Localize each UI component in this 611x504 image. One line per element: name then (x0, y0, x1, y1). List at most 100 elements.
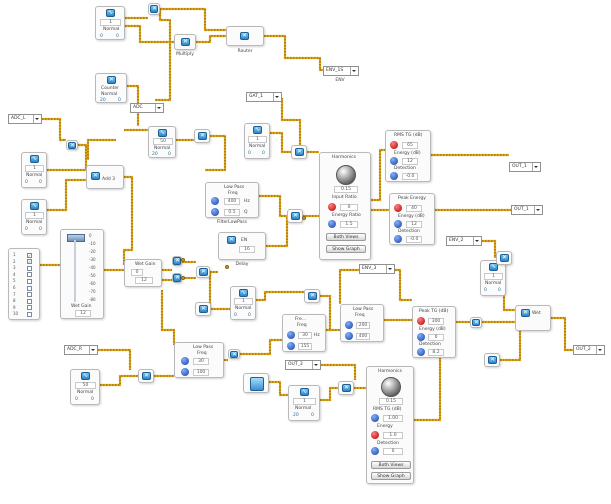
signal-wire[interactable] (371, 148, 385, 202)
filter-q-value[interactable]: 0.5 (224, 209, 240, 216)
analyser-value[interactable]: 0.15 (379, 398, 403, 405)
signal-wire[interactable] (47, 178, 86, 212)
sine-generator-block[interactable]: 1 Normal 20 0 (288, 385, 320, 421)
blue-indicator[interactable] (328, 220, 336, 228)
gen-value[interactable]: 50 (75, 382, 96, 389)
adc-dropdown[interactable]: ADC_L (8, 114, 42, 124)
analyser-a-value[interactable]: 0 (340, 204, 358, 211)
signal-wire[interactable] (259, 194, 287, 218)
blue-indicator[interactable] (417, 348, 425, 356)
add-block[interactable] (484, 353, 500, 367)
slider-thumb[interactable] (67, 234, 85, 242)
signal-wire[interactable] (264, 34, 323, 72)
signal-wire[interactable] (551, 316, 573, 352)
signal-wire[interactable] (125, 24, 174, 44)
checklist-checkbox[interactable] (27, 292, 32, 298)
freq-knob[interactable] (211, 197, 219, 205)
sine-generator-block[interactable]: 1 Normal 0 0 (230, 286, 256, 320)
gen-value[interactable]: 1 (248, 136, 267, 143)
rms-v1[interactable]: 300 (428, 318, 444, 325)
rms-block[interactable]: RMS TG (dB) 65 Energy (dB) 12 Detection … (385, 130, 431, 182)
filter-v2[interactable]: 100 (193, 369, 209, 376)
rms-v3[interactable]: -0.0 (406, 236, 422, 243)
gen-value[interactable]: 50 (153, 138, 173, 145)
signal-wire[interactable] (269, 380, 288, 397)
signal-wire[interactable] (270, 131, 291, 154)
checklist-checkbox[interactable] (27, 272, 32, 278)
param-dropdown[interactable]: GAT_1 (246, 92, 282, 102)
multiply-block[interactable] (138, 369, 154, 383)
freq-knob[interactable] (287, 331, 295, 339)
checklist-checkbox[interactable] (27, 305, 32, 311)
analyser-a-value[interactable]: 1.00 (383, 415, 403, 422)
rms-v2[interactable]: 0 (428, 334, 444, 341)
signal-wire[interactable] (155, 9, 172, 102)
scope-block[interactable] (243, 373, 269, 393)
rms-v2[interactable]: 12 (402, 158, 418, 165)
gen-value[interactable]: 1 (25, 165, 44, 172)
filter-v2[interactable]: 400 (356, 333, 370, 340)
param-dropdown[interactable]: ENV_2 (446, 236, 482, 246)
low-pass-filter-block[interactable]: Low Pass Freq 400 Hz 0.5 Q (205, 182, 259, 218)
counter-block[interactable]: Counter Normal 20 0 (95, 73, 127, 103)
q-knob[interactable] (287, 342, 295, 350)
multiply-block[interactable] (338, 381, 354, 395)
freq-knob[interactable] (181, 357, 189, 365)
signal-wire[interactable] (160, 290, 176, 345)
mixer-v1[interactable]: 0 (131, 269, 143, 276)
checklist-checkbox[interactable]: ✓ (27, 259, 32, 265)
rms-v1[interactable]: 65 (402, 142, 418, 149)
wet-gain-slider-block[interactable]: 0 -10 -20 -30 -40 -50 -60 -70 -80 Wet Ga… (60, 229, 104, 319)
high-pass-filter-block[interactable]: Fre... Freq 30 Hz 155 (282, 314, 326, 352)
checklist-checkbox[interactable]: ✓ (27, 252, 32, 258)
signal-wire[interactable] (395, 268, 412, 302)
signal-wire[interactable] (266, 215, 289, 248)
signal-wire[interactable] (482, 239, 497, 258)
slider-track[interactable] (74, 240, 76, 302)
blue-indicator[interactable] (371, 414, 379, 422)
signal-wire[interactable] (240, 338, 282, 356)
both-views-button[interactable]: Both Views (326, 233, 366, 241)
sine-generator-block[interactable]: 1 Normal 0 0 (95, 6, 125, 40)
wire-junction[interactable] (181, 276, 185, 280)
rms-block[interactable]: Peak Energy 40 Energy (dB) 12 Detection … (389, 193, 435, 245)
gen-value[interactable]: 1 (293, 398, 316, 405)
rms-v2[interactable]: 12 (406, 221, 422, 228)
gen-block[interactable]: 1 Normal 0 0 (21, 152, 47, 188)
signal-wire[interactable] (196, 34, 226, 44)
signal-wire[interactable] (86, 138, 116, 160)
output-dropdown[interactable]: OUT_2 (573, 345, 605, 355)
red-indicator[interactable] (371, 431, 379, 439)
output-dropdown[interactable]: OUT_1 (511, 205, 543, 215)
gen-block[interactable]: 1 Normal 0 0 (21, 199, 47, 235)
router-block[interactable] (226, 26, 264, 46)
delay-value[interactable]: 16 (239, 246, 255, 253)
rms-v1[interactable]: 40 (406, 205, 422, 212)
sine-generator-block[interactable]: 1 Normal 0 0 (480, 260, 506, 296)
harmonics-knob[interactable] (381, 377, 401, 397)
mixer-v2[interactable]: 12 (135, 277, 153, 284)
signal-wire[interactable] (100, 374, 138, 387)
add-block[interactable] (195, 302, 211, 316)
delay-block[interactable]: EN 16 (218, 232, 266, 260)
adc-dropdown[interactable]: ADC_R (64, 345, 98, 355)
filter-v1[interactable]: 30 (193, 358, 209, 365)
signal-wire[interactable] (414, 356, 442, 422)
blue-indicator[interactable] (394, 235, 402, 243)
sine-generator-block[interactable]: 50 Normal 20 0 (148, 126, 176, 158)
harmonics-analyser-block[interactable]: Harmonics 0.15 Input Ratio 0 Energy Rati… (319, 152, 371, 260)
add-block[interactable] (287, 209, 303, 223)
multiply-block[interactable] (194, 129, 210, 143)
red-indicator[interactable] (390, 141, 398, 149)
param-dropdown[interactable]: ENV_3 (359, 264, 395, 274)
band-pass-filter-block[interactable]: Low Pass Freq 30 100 (174, 342, 224, 378)
analyser-b-value[interactable]: 1.0 (383, 432, 403, 439)
rms-v3[interactable]: -0.0 (402, 173, 418, 180)
wire-junction[interactable] (225, 265, 229, 269)
tee-node[interactable] (470, 317, 482, 328)
sine-generator-block[interactable]: 1 Normal 0 0 (244, 123, 270, 159)
red-indicator[interactable] (328, 203, 336, 211)
input-dropdown[interactable]: ADC (130, 103, 164, 113)
checklist-checkbox[interactable] (27, 298, 32, 304)
